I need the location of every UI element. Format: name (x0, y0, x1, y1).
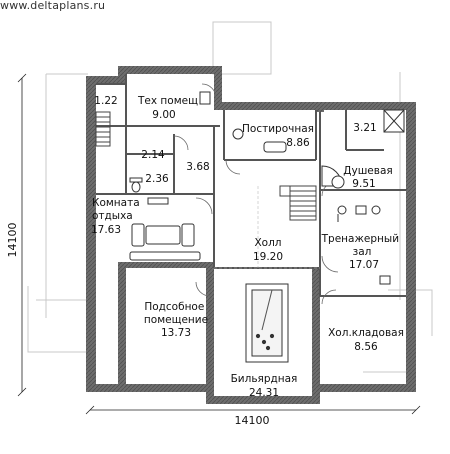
room-name-wash: Постирочная (242, 123, 314, 135)
room-area-shower: 9.51 (352, 178, 375, 190)
room-name-hall: Холл (254, 237, 281, 249)
entry-stair (95, 111, 111, 147)
room-area-hall: 19.20 (253, 251, 283, 263)
room-name-gym: Тренажерный зал (321, 233, 403, 258)
watermark-text: www.deltaplans.ru (0, 0, 106, 12)
room-name-billiard: Бильярдная (231, 373, 298, 385)
room-area-entry: 1.22 (94, 95, 117, 107)
room-area-corridor: 3.68 (186, 161, 209, 173)
room-area-coldstore: 8.56 (354, 341, 378, 353)
hall-guides (214, 186, 320, 269)
room-area-closet: 2.14 (141, 149, 165, 161)
dimension-lines (17, 73, 421, 415)
dimension-vertical: 14100 (6, 223, 19, 258)
room-area-wc: 2.36 (145, 173, 169, 185)
fixtures (129, 91, 405, 193)
room-area-billiard: 24.31 (249, 387, 279, 399)
dimension-horizontal: 14100 (235, 414, 270, 427)
room-name-coldstore: Хол.кладовая (328, 327, 404, 339)
site-outlines (27, 21, 433, 388)
room-area-utility: 13.73 (161, 327, 191, 339)
room-area-gym: 17.07 (349, 259, 379, 271)
partitions (96, 74, 406, 297)
room-name-tech: Тех помещ (137, 95, 198, 107)
hall-stair (279, 185, 317, 221)
gym-equipment (337, 205, 391, 285)
room-name-shower: Душевая (343, 165, 392, 177)
billiard-table (245, 283, 289, 363)
room-name-rest: Комната отдыха (92, 197, 143, 222)
walls (86, 66, 416, 404)
room-area-rest: 17.63 (91, 224, 121, 236)
room-area-tech: 9.00 (152, 109, 175, 121)
room-area-wash: 8.86 (286, 137, 310, 149)
room-labels: Тех помещ 9.00 Постирочная 8.86 3.21 Душ… (91, 95, 404, 399)
room-name-utility: Подсобное помещение (144, 301, 208, 326)
room-area-sauna: 3.21 (353, 122, 376, 134)
rest-furniture (129, 197, 201, 261)
